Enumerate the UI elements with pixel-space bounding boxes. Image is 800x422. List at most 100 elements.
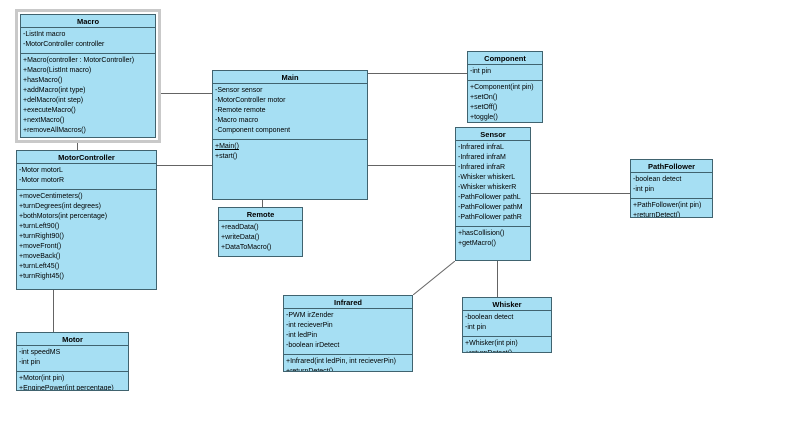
class-whisker[interactable]: Whisker -boolean detect -int pin +Whisker… — [462, 297, 552, 353]
class-title: Whisker — [463, 298, 551, 311]
class-attributes: -ListInt macro-MotorController controlle… — [21, 28, 155, 54]
uml-method-row: +returnDetect() — [633, 212, 681, 218]
class-methods: +Component(int pin) +setOn() +setOff() +tog… — [468, 81, 542, 122]
uml-method-row: +removeAllMacros() — [23, 127, 86, 134]
uml-method-row: +EnginePower(int percentage) — [19, 385, 114, 391]
uml-attribute-row: -PathFollower pathM — [458, 204, 523, 211]
class-infrared[interactable]: Infrared -PWM irZender-int recieverPin-i… — [283, 295, 413, 372]
connector-motorcontroller-motor[interactable] — [53, 290, 54, 332]
uml-method-row: +setOn() — [470, 94, 498, 101]
uml-method-row: +turnRight90() — [19, 233, 64, 240]
class-sensor[interactable]: Sensor -Infrared infraL-Infrared infraM-… — [455, 127, 531, 261]
connector-motorcontroller-main[interactable] — [156, 165, 212, 166]
uml-method-row: +returnDetect() — [286, 368, 334, 372]
uml-attribute-row: -Infrared infraM — [458, 154, 506, 161]
connector-main-component[interactable] — [368, 73, 467, 74]
uml-method-row: +Macro(controller : MotorController) — [23, 57, 135, 64]
uml-attribute-row: -boolean detect — [465, 314, 514, 321]
uml-attribute-row: -int ledPin — [286, 332, 318, 339]
class-attributes: -int speedMS -int pin — [17, 346, 128, 372]
uml-attribute-row: -MotorController motor — [215, 97, 286, 104]
class-methods: +moveCentimeters()+turnDegrees(int degre… — [17, 190, 156, 284]
class-attributes: -boolean detect -int pin — [463, 311, 551, 337]
uml-method-row: +turnLeft90() — [19, 223, 60, 230]
uml-method-row: +DataToMacro() — [221, 244, 272, 251]
class-title: Motor — [17, 333, 128, 346]
uml-method-row: +Macro(ListInt macro) — [23, 67, 92, 74]
uml-attribute-row: -int speedMS — [19, 349, 61, 356]
uml-method-row: +nextMacro() — [23, 117, 65, 124]
uml-attribute-row: -Whisker whiskerL — [458, 174, 516, 181]
uml-method-row: +moveBack() — [19, 253, 61, 260]
uml-attribute-row: -Motor motorL — [19, 167, 63, 174]
uml-method-row: +addMacro(int type) — [23, 87, 86, 94]
uml-method-row: +setOff() — [470, 104, 498, 111]
uml-attribute-row: -int pin — [633, 186, 655, 193]
connector-sensor-whisker[interactable] — [497, 261, 498, 297]
uml-attribute-row: -PathFollower pathR — [458, 214, 522, 221]
connector-macro-main[interactable] — [161, 93, 212, 94]
uml-attribute-row: -Remote remote — [215, 107, 266, 114]
class-methods: +Motor(int pin) +EnginePower(int percenta… — [17, 372, 128, 391]
uml-method-row: +returnDetect() — [465, 349, 549, 352]
uml-attribute-row: -Infrared infraL — [458, 144, 504, 151]
uml-attribute-row: -Infrared infraR — [458, 164, 506, 171]
class-methods: +Macro(controller : MotorController) +Mac… — [21, 54, 155, 137]
uml-attribute-row: -Sensor sensor — [215, 87, 263, 94]
class-attributes: -boolean detect -int pin — [631, 173, 712, 199]
uml-method-row: +turnRight45() — [19, 273, 64, 280]
class-title: PathFollower — [631, 160, 712, 173]
uml-attribute-row: -Motor motorR — [19, 177, 65, 184]
uml-attribute-row: -ListInt macro — [23, 31, 66, 38]
uml-method-row: +Motor(int pin) — [19, 375, 65, 382]
class-component[interactable]: Component -int pin +Component(int pin) +s… — [467, 51, 543, 123]
uml-method-row: +hasCollision() — [458, 230, 505, 237]
class-motorcontroller[interactable]: MotorController -Motor motorL-Motor moto… — [16, 150, 157, 290]
class-attributes: -Motor motorL -Motor motorR — [17, 164, 156, 190]
uml-method-row: +bothMotors(int percentage) — [19, 213, 108, 220]
uml-method-row: +delMacro(int step) — [23, 97, 84, 104]
connector-macro-motorcontroller[interactable] — [77, 142, 78, 150]
class-attributes: -int pin — [468, 65, 542, 81]
connector-main-remote[interactable] — [262, 200, 263, 207]
uml-method-row: +start() — [215, 153, 238, 160]
uml-method-row: +readData() — [221, 224, 259, 231]
class-attributes: -Infrared infraL -Infrared infraM -Infrare… — [456, 141, 530, 227]
uml-method-row: +PathFollower(int pin) — [633, 202, 702, 209]
class-macro[interactable]: Macro -ListInt macro-MotorController con… — [15, 9, 161, 143]
class-main[interactable]: Main -Sensor sensor -MotorController moto… — [212, 70, 368, 200]
class-title: Component — [468, 52, 542, 65]
class-methods: +PathFollower(int pin) +returnDetect() — [631, 199, 712, 218]
uml-method-row: +turnLeft45() — [19, 263, 60, 270]
uml-attribute-row: -int pin — [19, 359, 41, 366]
uml-method-row: +Infrared(int ledPin, int recieverPin) — [286, 358, 396, 365]
uml-attribute-row: -Macro macro — [215, 117, 259, 124]
uml-method-row: +hasMacro() — [23, 77, 63, 84]
class-methods: +readData() +writeData() +DataToMacro() — [219, 221, 302, 255]
connector-sensor-infrared[interactable] — [413, 261, 455, 295]
uml-attribute-row: -boolean irDetect — [286, 342, 340, 349]
class-methods: +Whisker(int pin) +returnDetect() — [463, 337, 551, 352]
uml-method-row: +toggle() — [470, 114, 498, 121]
class-attributes: -PWM irZender-int recieverPin-int ledPin… — [284, 309, 412, 355]
class-title: MotorController — [17, 151, 156, 164]
class-remote[interactable]: Remote +readData()+writeData()+DataToMac… — [218, 207, 303, 257]
uml-attribute-row: -int pin — [465, 324, 487, 331]
connector-main-sensor[interactable] — [368, 165, 455, 166]
uml-attribute-row: -boolean detect — [633, 176, 682, 183]
connector-sensor-pathfollower[interactable] — [531, 193, 630, 194]
class-title: Sensor — [456, 128, 530, 141]
uml-method-row: +Main() — [215, 143, 239, 150]
uml-method-row: +writeData() — [221, 234, 260, 241]
uml-method-row: +Whisker(int pin) — [465, 340, 518, 347]
class-pathfollower[interactable]: PathFollower -boolean detect -int pin +Pa… — [630, 159, 713, 218]
uml-method-row: +moveFront() — [19, 243, 62, 250]
uml-method-row: +turnDegrees(int degrees) — [19, 203, 101, 210]
class-methods: +hasCollision() +getMacro() — [456, 227, 530, 251]
class-motor[interactable]: Motor -int speedMS -int pin +Motor(int pi… — [16, 332, 129, 391]
uml-method-row: +Component(int pin) — [470, 84, 534, 91]
class-title: Main — [213, 71, 367, 84]
uml-attribute-row: -int pin — [470, 68, 492, 75]
uml-method-row: +getMacro() — [458, 240, 496, 247]
uml-attribute-row: -int recieverPin — [286, 322, 333, 329]
